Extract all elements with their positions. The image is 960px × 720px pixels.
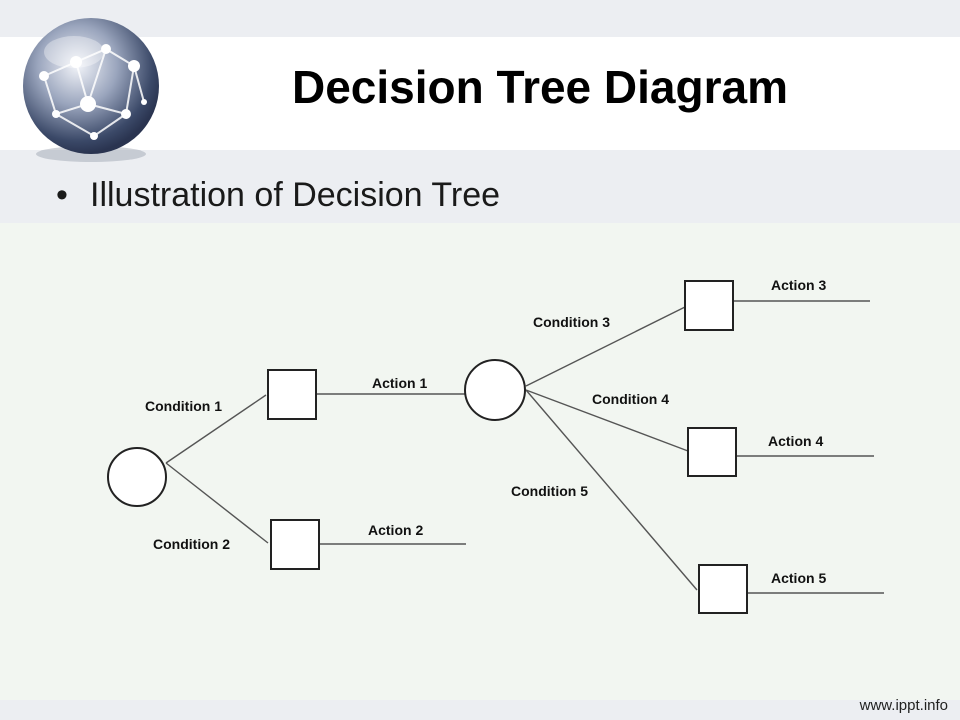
decision-node-3 xyxy=(684,280,734,331)
bullet-item: • Illustration of Decision Tree xyxy=(56,176,500,215)
decision-node-4 xyxy=(687,427,737,477)
label-condition-1: Condition 1 xyxy=(145,398,222,414)
label-condition-4: Condition 4 xyxy=(592,391,669,407)
label-action-5: Action 5 xyxy=(771,570,826,586)
decision-node-1 xyxy=(267,369,317,420)
label-action-4: Action 4 xyxy=(768,433,823,449)
label-condition-2: Condition 2 xyxy=(153,536,230,552)
bullet-text: Illustration of Decision Tree xyxy=(90,176,501,214)
title-band xyxy=(0,37,960,150)
mid-chance-node xyxy=(464,359,526,421)
label-action-2: Action 2 xyxy=(368,522,423,538)
label-action-1: Action 1 xyxy=(372,375,427,391)
label-action-3: Action 3 xyxy=(771,277,826,293)
decision-node-5 xyxy=(698,564,748,614)
decision-tree-diagram: Condition 1 Condition 2 Action 1 Action … xyxy=(107,277,884,614)
edge-condition-4 xyxy=(525,389,689,452)
decision-node-2 xyxy=(270,519,320,570)
edge-condition-1 xyxy=(165,394,267,464)
edge-condition-5 xyxy=(525,389,698,591)
slide-title: Decision Tree Diagram xyxy=(292,61,788,113)
root-chance-node xyxy=(107,447,167,507)
label-condition-3: Condition 3 xyxy=(533,314,610,330)
footer-url: www.ippt.info xyxy=(859,697,948,714)
globe-logo-icon xyxy=(23,18,159,162)
label-condition-5: Condition 5 xyxy=(511,483,588,499)
bullet-dot-icon: • xyxy=(56,176,68,214)
edge-condition-3 xyxy=(525,306,686,387)
edge-condition-2 xyxy=(165,462,269,544)
